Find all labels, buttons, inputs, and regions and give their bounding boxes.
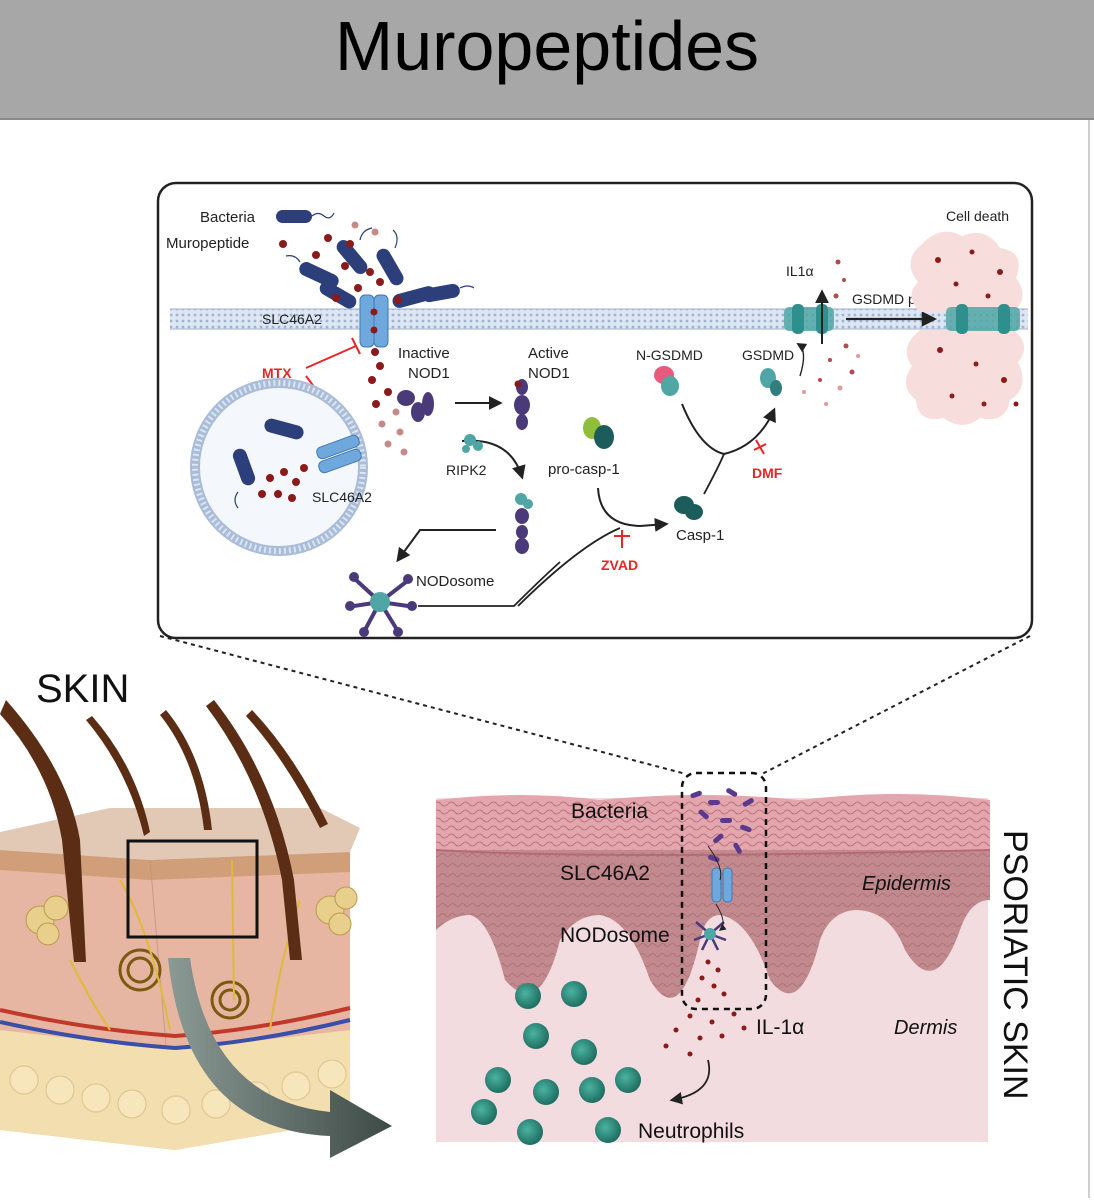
inactive-nod1-label-line2: NOD1: [408, 365, 450, 382]
zoom-line-right: [761, 635, 1031, 775]
dermis-label: Dermis: [894, 1017, 957, 1039]
casp1-icon: [674, 496, 703, 520]
n-gsdmd-label: N-GSDMD: [636, 347, 703, 363]
zoom-arrow: [168, 958, 392, 1158]
zoom-line-left: [159, 635, 687, 775]
psoriatic-nodosome-label: NODosome: [560, 924, 670, 947]
psoriatic-bacteria-label: Bacteria: [571, 800, 648, 823]
active-nod1-label-line2: NOD1: [528, 365, 570, 382]
header-bar: Muropeptides: [0, 0, 1094, 120]
nodosome-icon: [345, 572, 417, 637]
pro-casp1-icon: [583, 417, 614, 449]
active-nod1-icon: [514, 379, 530, 430]
bacteria-icon: [276, 210, 312, 223]
legend-muropeptide-label: Muropeptide: [166, 235, 249, 252]
nodosome-label: NODosome: [416, 573, 494, 590]
ripk2-icon: [462, 434, 483, 453]
inactive-nod1-icon: [397, 390, 434, 422]
n-gsdmd-icon: [654, 366, 679, 396]
page-title: Muropeptides: [334, 7, 760, 85]
psoriatic-skin-label: PSORIATIC SKIN: [996, 830, 1034, 1100]
dmf-label: DMF: [752, 465, 783, 481]
il1a-label-pathway: IL1α: [786, 263, 814, 279]
dying-cell: [905, 231, 1025, 425]
psoriatic-slc46a2-label: SLC46A2: [560, 862, 650, 885]
skin-zoom-box: [126, 839, 259, 939]
gsdmd-icon: [760, 368, 782, 396]
neutrophils-cluster: [471, 981, 641, 1145]
hairs: [0, 700, 328, 962]
muropeptide-dots-top: [312, 221, 402, 304]
gsdmd-pore-1: [784, 304, 834, 334]
neutrophils-label: Neutrophils: [638, 1120, 744, 1143]
ripk2-label: RIPK2: [446, 462, 487, 478]
slc46a2-transporter-top: [359, 294, 389, 348]
gsdmd-pore-2: [946, 304, 1020, 334]
il1a-dots: [802, 259, 860, 406]
zvad-label: ZVAD: [601, 557, 638, 573]
inactive-nod1-label-line1: Inactive: [398, 345, 450, 362]
muropeptide-dots-inside: [368, 348, 408, 456]
active-nod1-label-line1: Active: [528, 345, 569, 362]
vesicle: [190, 378, 368, 556]
dmf-inhibition: [753, 439, 767, 455]
skin-label: SKIN: [36, 667, 129, 711]
psoriatic-il1a-dots: [663, 959, 747, 1057]
casp1-label: Casp-1: [676, 527, 724, 544]
legend: Bacteria Muropeptide: [166, 209, 335, 252]
cell-death-label: Cell death: [946, 208, 1009, 224]
psoriatic-skin-panel: [435, 788, 991, 1145]
figure-frame: [0, 120, 1090, 1198]
slc46a2-transporter-vesicle: [316, 434, 362, 474]
psoriatic-il1a-label: IL-1α: [756, 1016, 804, 1039]
slc46a2-label-top: SLC46A2: [262, 311, 322, 327]
mtx-label: MTX: [262, 365, 292, 381]
gsdmd-label: GSDMD: [742, 347, 794, 363]
epidermis-label: Epidermis: [862, 873, 951, 895]
psoriatic-zoom-box: [680, 771, 768, 1011]
slc46a2-label-vesicle: SLC46A2: [312, 489, 372, 505]
nod1-ripk2-complex: [515, 493, 533, 554]
psoriatic-slc46a2: [711, 867, 733, 903]
muropeptide-icon: [279, 240, 287, 248]
legend-bacteria-label: Bacteria: [200, 209, 256, 226]
pro-casp1-label: pro-casp-1: [548, 461, 620, 478]
zvad-inhibition: [614, 530, 630, 548]
